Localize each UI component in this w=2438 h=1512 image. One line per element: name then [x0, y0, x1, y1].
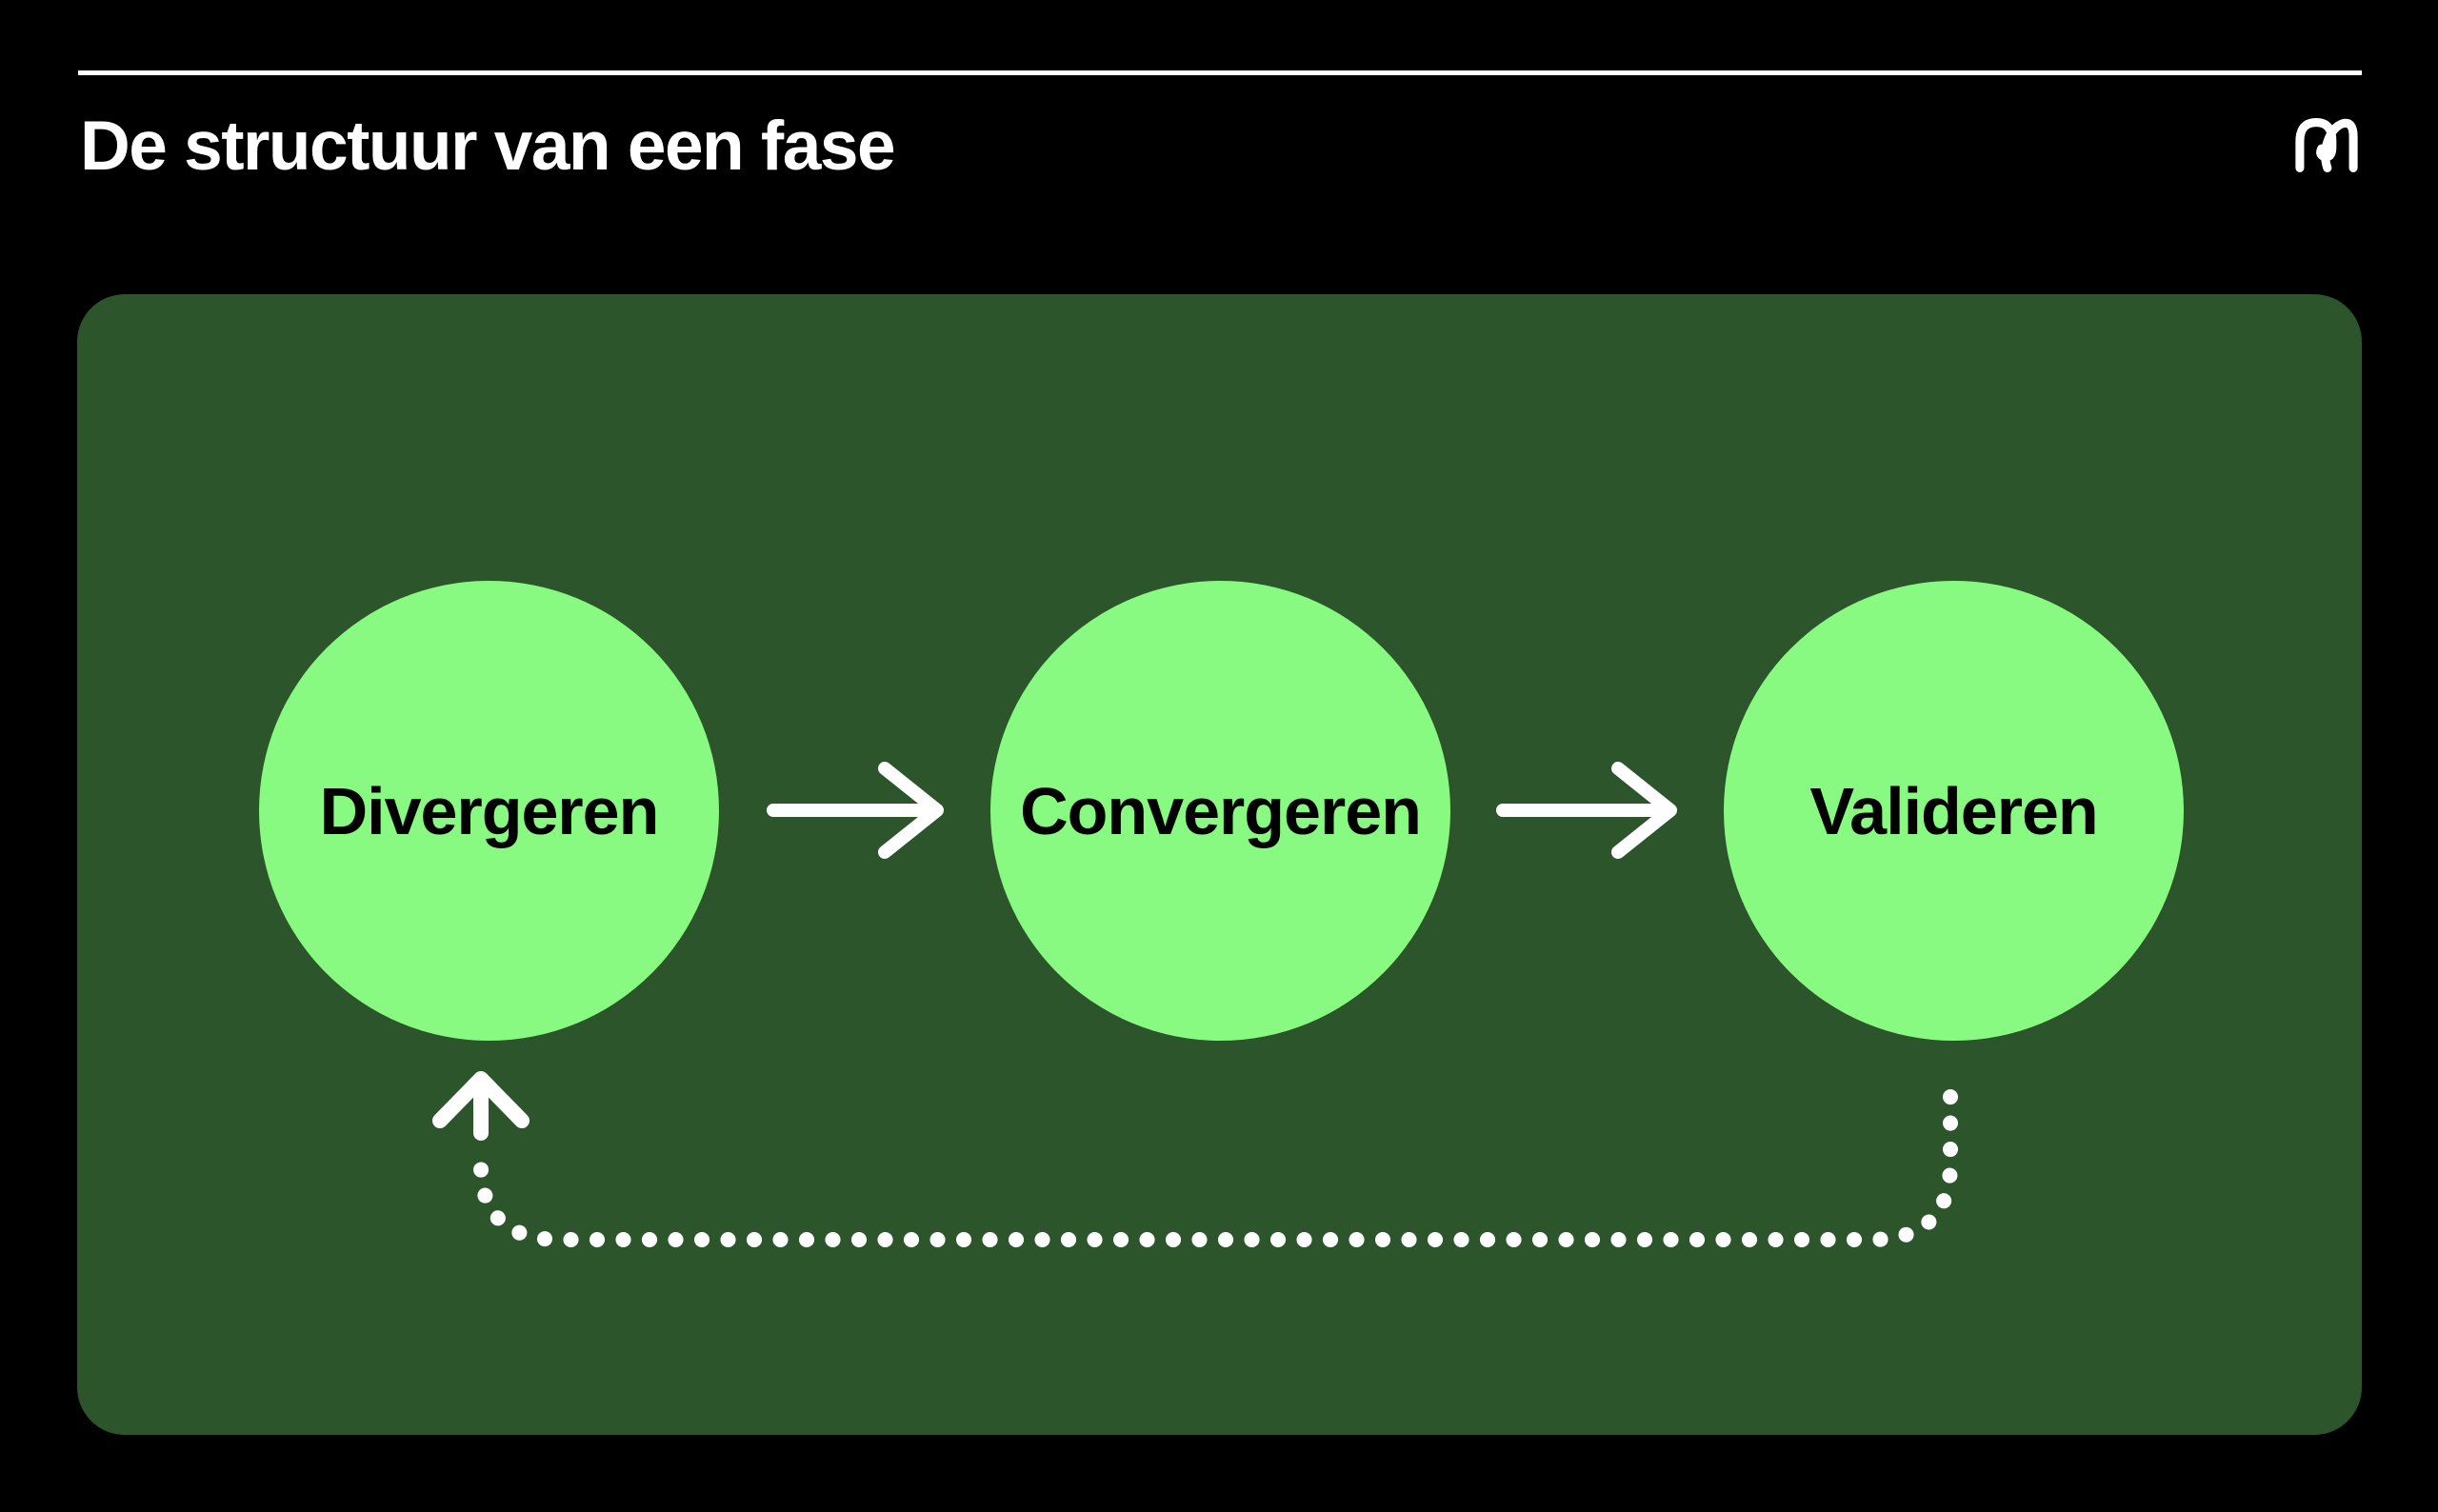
- step-label-divergeren: Divergeren: [319, 773, 660, 848]
- slide-title: De structuur van een fase: [80, 108, 896, 185]
- header-rule: [78, 70, 2362, 75]
- brand-logo-icon: [2295, 117, 2358, 172]
- step-label-valideren: Valideren: [1809, 773, 2098, 848]
- step-circle-convergeren: Convergeren: [990, 581, 1450, 1041]
- step-circle-valideren: Valideren: [1724, 581, 2184, 1041]
- step-label-convergeren: Convergeren: [1020, 773, 1422, 848]
- step-circle-divergeren: Divergeren: [259, 581, 719, 1041]
